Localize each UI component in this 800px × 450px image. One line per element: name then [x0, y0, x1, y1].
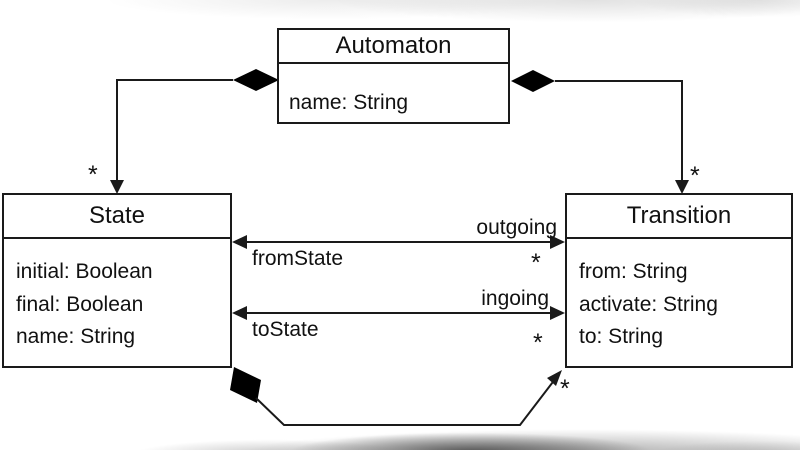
class-attributes-transition: from: String activate: String to: String — [567, 239, 791, 354]
composition-state-diamond-icon — [233, 69, 279, 91]
composition-transition-arrowhead-icon — [675, 180, 689, 194]
attribute-row: name: String — [289, 91, 409, 114]
composition-transition-line — [555, 80, 683, 186]
association-ingoing-arrowhead-right-icon — [550, 306, 565, 320]
label-ingoing: ingoing — [481, 287, 549, 310]
multiplicity-state: * — [88, 161, 98, 189]
multiplicity-transition: * — [690, 162, 700, 190]
class-transition: Transition from: String activate: String… — [565, 193, 793, 368]
class-automaton: Automaton name: String — [277, 28, 510, 124]
label-outgoing: outgoing — [476, 216, 557, 239]
attribute-row: final: Boolean — [16, 292, 144, 316]
attribute-row: initial: Boolean — [16, 260, 153, 283]
path-composition-diamond-icon — [230, 367, 261, 403]
label-tostate: toState — [252, 318, 319, 341]
multiplicity-ingoing: * — [533, 329, 543, 357]
class-title-automaton: Automaton — [279, 30, 508, 64]
composition-state-arrowhead-icon — [110, 180, 124, 194]
attribute-row: name: String — [16, 325, 136, 348]
multiplicity-path: * — [560, 375, 570, 403]
attribute-row: to: String — [579, 325, 664, 348]
class-title-state: State — [4, 195, 230, 239]
association-outgoing-arrowhead-right-icon — [550, 235, 565, 249]
attribute-row: activate: String — [579, 292, 718, 316]
multiplicity-outgoing: * — [531, 249, 541, 277]
composition-transition-diamond-icon — [511, 70, 555, 92]
path-composition-arrowhead-icon — [547, 370, 562, 386]
path-composition-line — [255, 373, 560, 426]
class-attributes-automaton: name: String — [279, 64, 508, 118]
association-outgoing-arrowhead-left-icon — [232, 235, 247, 249]
class-title-transition: Transition — [567, 195, 791, 239]
association-ingoing-arrowhead-left-icon — [232, 306, 247, 320]
class-attributes-state: initial: Boolean final: Boolean name: St… — [4, 239, 230, 354]
composition-state-line — [116, 79, 233, 186]
attribute-row: from: String — [579, 260, 688, 283]
label-fromstate: fromState — [252, 247, 344, 270]
class-state: State initial: Boolean final: Boolean na… — [2, 193, 232, 368]
